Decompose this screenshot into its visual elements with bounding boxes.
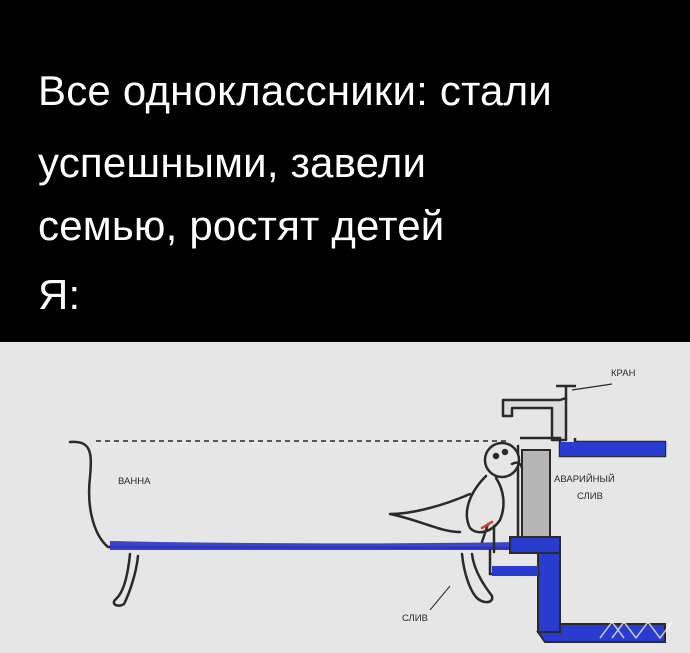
label-overflow-line-2: СЛИВ [577, 491, 603, 502]
caption-line-3: семью, ростят детей [38, 202, 445, 249]
supply-pipe [520, 436, 667, 458]
label-drain-pointer [429, 585, 451, 611]
figure-icon [388, 441, 524, 554]
caption-line-1: Все одноклассники: стали [38, 67, 552, 114]
overflow-pipe [509, 449, 666, 643]
bath-water [110, 541, 516, 550]
label-tap: КРАН [611, 368, 636, 379]
watermark-icon [599, 620, 673, 640]
bathtub-illustration: КРАН ВАННА АВАРИЙНЫЙ СЛИВ СЛИВ [68, 368, 673, 643]
tap-icon [501, 383, 613, 442]
caption-block: Все одноклассники: стали успешными, заве… [38, 67, 552, 318]
label-bath: ВАННА [118, 476, 151, 487]
caption-line-4: Я: [38, 271, 81, 318]
bathtub-drawing: КРАН ВАННА АВАРИЙНЫЙ СЛИВ СЛИВ [0, 342, 690, 653]
label-overflow-line-1: АВАРИЙНЫЙ [554, 473, 615, 485]
bathtub-icon [68, 440, 520, 607]
caption-line-2: успешными, завели [38, 139, 427, 186]
drain-pipe [488, 549, 540, 576]
label-drain: СЛИВ [402, 613, 428, 624]
